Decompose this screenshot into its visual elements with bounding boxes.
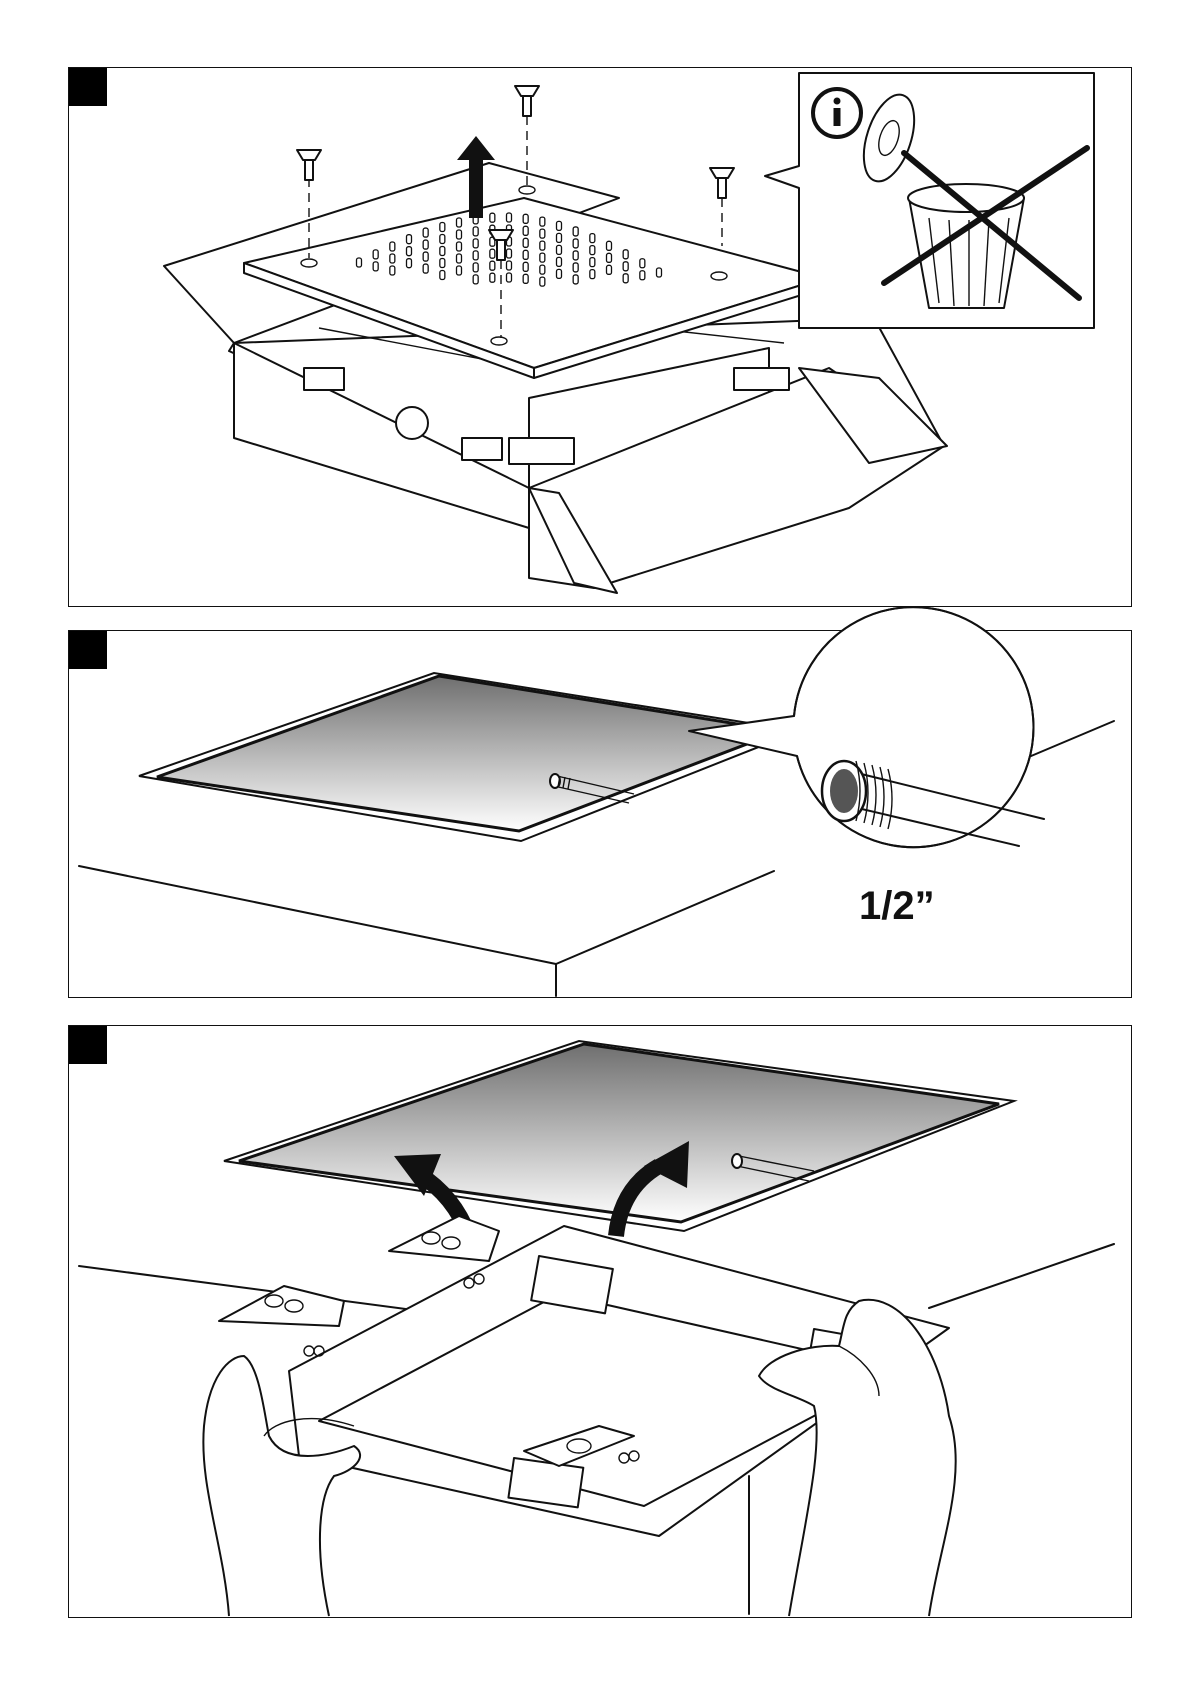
nozzle xyxy=(607,265,612,274)
nozzle xyxy=(457,254,462,263)
nozzle xyxy=(573,275,578,284)
step-1-illustration xyxy=(69,68,1133,608)
box-side-slot xyxy=(734,368,789,390)
nozzle xyxy=(490,261,495,270)
nozzle xyxy=(507,261,512,270)
box-bracket-left xyxy=(304,368,344,390)
nozzle xyxy=(423,252,428,261)
nozzle xyxy=(573,251,578,260)
frame-tab-left xyxy=(219,1286,344,1326)
step-1-panel xyxy=(68,67,1132,607)
ceiling-panel xyxy=(139,673,799,841)
box-bracket-front xyxy=(462,438,502,460)
box-label-slot xyxy=(509,438,574,464)
nozzle xyxy=(490,213,495,222)
info-icon xyxy=(813,89,861,137)
nozzle xyxy=(473,251,478,260)
nozzle xyxy=(407,247,412,256)
nozzle xyxy=(657,268,662,277)
ceiling-surface xyxy=(79,866,774,996)
box-hole xyxy=(396,407,428,439)
nozzle xyxy=(423,240,428,249)
nozzle xyxy=(573,263,578,272)
nozzle xyxy=(490,273,495,282)
nozzle xyxy=(373,250,378,259)
nozzle xyxy=(607,241,612,250)
nozzle xyxy=(540,229,545,238)
nozzle xyxy=(390,254,395,263)
nozzle xyxy=(523,226,528,235)
nozzle xyxy=(440,234,445,243)
nozzle xyxy=(623,250,628,259)
nozzle xyxy=(507,213,512,222)
nozzle xyxy=(390,266,395,275)
nozzle xyxy=(540,277,545,286)
nozzle xyxy=(557,245,562,254)
nozzle xyxy=(540,265,545,274)
step-3-panel xyxy=(68,1025,1132,1618)
nozzle xyxy=(523,238,528,247)
nozzle xyxy=(523,214,528,223)
nozzle xyxy=(440,246,445,255)
nozzle xyxy=(440,258,445,267)
nozzle xyxy=(440,222,445,231)
nozzle xyxy=(523,274,528,283)
nozzle xyxy=(540,253,545,262)
nozzle xyxy=(457,266,462,275)
nozzle xyxy=(640,259,645,268)
nozzle xyxy=(390,242,395,251)
frame-label-slot xyxy=(508,1458,583,1507)
nozzle xyxy=(407,235,412,244)
nozzle xyxy=(640,271,645,280)
nozzle xyxy=(590,246,595,255)
nozzle xyxy=(523,250,528,259)
nozzle xyxy=(457,242,462,251)
nozzle xyxy=(573,239,578,248)
nozzle xyxy=(573,227,578,236)
nozzle xyxy=(590,234,595,243)
info-callout xyxy=(765,73,1094,328)
nozzle xyxy=(473,263,478,272)
nozzle xyxy=(523,262,528,271)
nozzle xyxy=(557,233,562,242)
nozzle xyxy=(473,275,478,284)
nozzle xyxy=(540,241,545,250)
nozzle xyxy=(490,249,495,258)
nozzle xyxy=(457,218,462,227)
nozzle xyxy=(590,270,595,279)
step-2-illustration: 1/2” xyxy=(69,631,1133,999)
step-2-panel: 1/2” xyxy=(68,630,1132,998)
nozzle xyxy=(373,262,378,271)
nozzle xyxy=(457,230,462,239)
nozzle xyxy=(557,269,562,278)
nozzle xyxy=(440,270,445,279)
step-3-illustration xyxy=(69,1026,1133,1619)
nozzle xyxy=(507,273,512,282)
nozzle xyxy=(623,274,628,283)
nozzle xyxy=(507,249,512,258)
nozzle xyxy=(623,262,628,271)
nozzle xyxy=(473,227,478,236)
thread-size-label: 1/2” xyxy=(859,884,935,928)
nozzle xyxy=(557,257,562,266)
nozzle xyxy=(423,264,428,273)
nozzle xyxy=(557,221,562,230)
nozzle xyxy=(540,217,545,226)
nozzle xyxy=(423,228,428,237)
nozzle xyxy=(357,258,362,267)
nozzle xyxy=(590,258,595,267)
screw-icon xyxy=(710,168,734,246)
nozzle xyxy=(407,259,412,268)
nozzle xyxy=(607,253,612,262)
nozzle xyxy=(473,239,478,248)
